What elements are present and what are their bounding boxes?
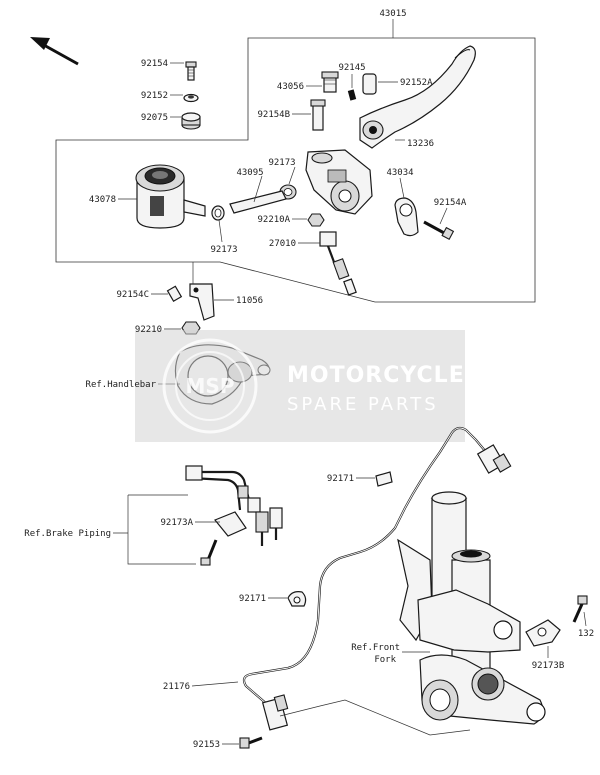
label-92075: 92075	[141, 113, 168, 123]
grommet-92075	[181, 112, 201, 130]
label-43015: 43015	[379, 9, 406, 19]
clamp-92173-lower	[211, 205, 225, 221]
brake-lever-13236	[359, 45, 476, 149]
label-92210: 92210	[135, 325, 162, 335]
label-27010: 27010	[269, 239, 296, 249]
leader-92173-bottom	[218, 219, 223, 243]
label-92153: 92153	[193, 740, 220, 750]
label-92210A: 92210A	[257, 215, 290, 225]
label-ref-front-fork-1: Ref.Front	[351, 643, 400, 653]
leader-sensor-guide	[279, 699, 471, 736]
label-92145: 92145	[338, 63, 365, 73]
label-92154C: 92154C	[116, 290, 149, 300]
label-21176: 21176	[163, 682, 190, 692]
reservoir-43078	[135, 164, 206, 229]
leader-92154A	[439, 207, 448, 225]
brake-switch-27010	[319, 231, 357, 296]
bolt-92154A	[423, 220, 455, 241]
leader-21176	[191, 681, 239, 687]
leader-43034	[399, 177, 405, 199]
label-92154B: 92154B	[257, 110, 290, 120]
nut-92210A	[307, 213, 325, 227]
watermark-line1: MOTORCYCLE	[287, 363, 465, 388]
label-ref-front-fork-2: Fork	[374, 655, 396, 665]
label-92171-a: 92171	[327, 474, 354, 484]
arrow-up-left-icon	[30, 37, 79, 66]
watermark: MSP MOTORCYCLE SPARE PARTS	[135, 330, 465, 442]
leader-43095	[253, 175, 263, 203]
clamp-43034	[394, 197, 419, 237]
watermark-line2: SPARE PARTS	[287, 394, 439, 415]
bracket-ref-brake-piping	[113, 494, 196, 565]
bleeder-43056	[321, 71, 339, 93]
label-ref-brake-piping: Ref.Brake Piping	[24, 529, 111, 539]
bracket-11056	[189, 283, 215, 321]
leader-92173-top	[288, 166, 296, 185]
label-43034: 43034	[386, 168, 413, 178]
master-cylinder-body	[305, 149, 373, 215]
label-132: 132	[578, 629, 594, 639]
bolt-132	[572, 595, 588, 623]
washer-92152	[183, 93, 199, 103]
clip-92171-upper	[375, 471, 393, 487]
bolt-92154B	[310, 99, 326, 131]
label-ref-handlebar: Ref.Handlebar	[86, 380, 157, 390]
collar-92152A	[362, 73, 377, 95]
label-92152: 92152	[141, 91, 168, 101]
label-43056: 43056	[277, 82, 304, 92]
clip-92171-lower	[287, 591, 307, 607]
label-92173-bottom: 92173	[210, 245, 237, 255]
bolt-92153	[239, 736, 263, 749]
label-43095: 43095	[236, 168, 263, 178]
bolt-92154	[185, 61, 197, 81]
bolt-92173A	[200, 539, 218, 566]
assembly-frame	[55, 37, 536, 303]
hose-43095	[229, 190, 287, 214]
leader-132	[583, 611, 587, 627]
label-92173B: 92173B	[532, 661, 565, 671]
label-92152A: 92152A	[400, 78, 433, 88]
label-92173-top: 92173	[268, 158, 295, 168]
label-13236: 13236	[407, 139, 434, 149]
label-11056: 11056	[236, 296, 263, 306]
label-92171-b: 92171	[239, 594, 266, 604]
label-92154A: 92154A	[434, 198, 467, 208]
front-fork	[397, 491, 546, 725]
bolt-92154C	[166, 285, 183, 303]
watermark-logo-text: MSP	[186, 374, 235, 398]
label-92154: 92154	[141, 59, 168, 69]
bracket-92173B	[525, 619, 561, 647]
brake-hose-connectors	[185, 465, 283, 546]
spring-92145	[347, 89, 357, 101]
abs-sensor-wire-21176	[242, 426, 512, 731]
label-43078: 43078	[89, 195, 116, 205]
label-92173A: 92173A	[160, 518, 193, 528]
